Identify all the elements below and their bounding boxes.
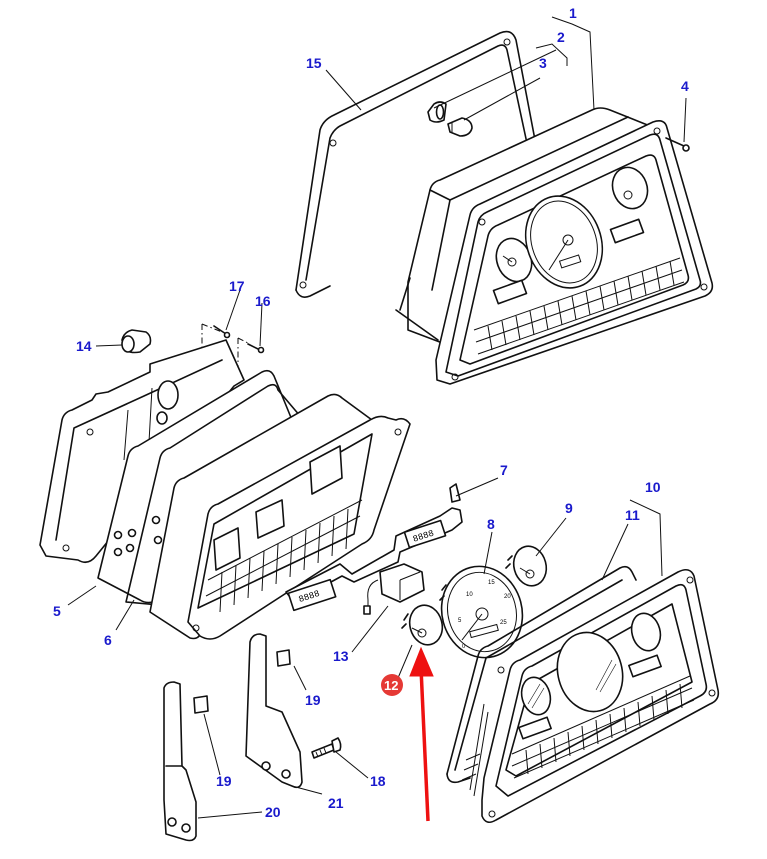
cluster-housing[interactable]: [149, 393, 411, 640]
part-11-front-gasket[interactable]: [446, 565, 637, 784]
part-14-grommet[interactable]: [121, 329, 152, 354]
callout-20[interactable]: 20: [265, 804, 281, 820]
callout-12[interactable]: 12: [384, 678, 398, 693]
part-21-bracket[interactable]: [245, 633, 303, 789]
callout-17[interactable]: 17: [229, 278, 245, 294]
part-3-bulb[interactable]: [447, 117, 473, 137]
callout-5[interactable]: 5: [53, 603, 61, 619]
part-18-bolt[interactable]: [311, 737, 342, 759]
leader-lines: [67, 16, 687, 819]
callout-9[interactable]: 9: [565, 500, 573, 516]
callout-8[interactable]: 8: [487, 516, 495, 532]
callout-16[interactable]: 16: [255, 293, 271, 309]
part-8-speedometer[interactable]: 0 5 10 15 20 25: [431, 557, 532, 667]
part-15-gasket[interactable]: [295, 30, 536, 298]
callout-7[interactable]: 7: [500, 462, 508, 478]
callout-6[interactable]: 6: [104, 632, 112, 648]
callout-4[interactable]: 4: [681, 78, 689, 94]
scale-10: 10: [466, 592, 473, 598]
scale-0: 0: [462, 644, 466, 650]
scale-5: 5: [458, 618, 462, 624]
callout-13[interactable]: 13: [333, 648, 349, 664]
housing-grid: [205, 499, 363, 613]
highlight-arrow: [409, 646, 434, 822]
bezel-button-grid: [511, 675, 695, 779]
callout-18[interactable]: 18: [370, 773, 386, 789]
scale-25: 25: [500, 620, 507, 626]
callout-2[interactable]: 2: [557, 29, 565, 45]
part-2-bulb-holder[interactable]: [427, 101, 447, 123]
part-12-fuel-gauge[interactable]: [401, 602, 447, 649]
warning-light-grid: [473, 257, 685, 355]
speedometer-scale: 0 5 10 15 20 25: [458, 580, 511, 650]
callout-19-lower[interactable]: 19: [216, 773, 232, 789]
part-10-front-bezel[interactable]: [461, 568, 720, 824]
callout-15[interactable]: 15: [306, 55, 322, 71]
callout-1[interactable]: 1: [569, 5, 577, 21]
callout-3[interactable]: 3: [539, 55, 547, 71]
callout-12-highlighted[interactable]: 12: [381, 674, 403, 696]
callout-19-upper[interactable]: 19: [305, 692, 321, 708]
part-1-instrument-cluster[interactable]: [395, 107, 714, 385]
part-19-pad-upper[interactable]: [276, 649, 291, 667]
callout-10[interactable]: 10: [645, 479, 661, 495]
part-19-pad-lower[interactable]: [193, 695, 209, 714]
part-9-temperature-gauge[interactable]: [505, 543, 551, 590]
callout-labels: 1 2 3 4 5 6 7 8 9 10 11 12 13 14 15 16 1…: [53, 5, 689, 820]
callout-21[interactable]: 21: [328, 795, 344, 811]
part-7-flex-circuit[interactable]: 8888 8888: [285, 483, 463, 612]
part-17-screw[interactable]: [201, 323, 231, 420]
part-4-screw[interactable]: [665, 137, 690, 152]
part-20-bracket[interactable]: [163, 681, 197, 842]
scale-15: 15: [488, 580, 495, 586]
scale-20: 20: [504, 594, 511, 600]
callout-11[interactable]: 11: [625, 507, 640, 523]
part-13-connector-module[interactable]: [363, 563, 425, 615]
callout-14[interactable]: 14: [76, 338, 92, 354]
